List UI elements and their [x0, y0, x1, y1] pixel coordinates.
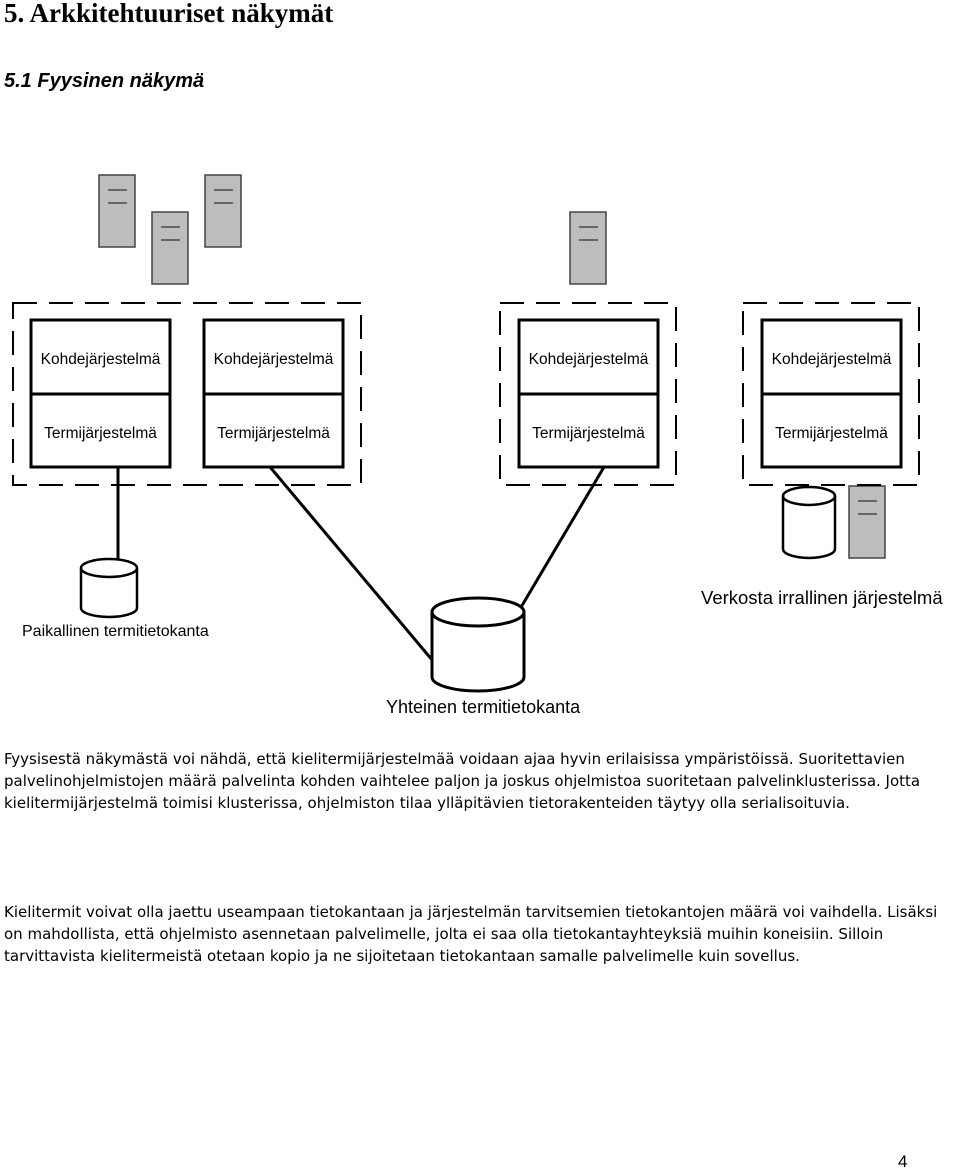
server-icon [848, 485, 886, 559]
offline-system-label: Verkosta irrallinen järjestelmä [701, 587, 943, 608]
term-system-label: Termijärjestelmä [532, 425, 645, 442]
server-icon [569, 211, 607, 285]
cluster-boundary [12, 302, 362, 486]
target-system-label: Kohdejärjestelmä [772, 351, 892, 368]
term-system-label: Termijärjestelmä [217, 425, 330, 442]
system-box: Kohdejärjestelmä Termijärjestelmä [517, 318, 660, 469]
shared-database-icon [430, 596, 526, 693]
system-box: Kohdejärjestelmä Termijärjestelmä [29, 318, 172, 469]
system-box: Kohdejärjestelmä Termijärjestelmä [760, 318, 903, 469]
term-system-label: Termijärjestelmä [775, 425, 888, 442]
server-icon [98, 174, 136, 248]
connection-line [515, 466, 606, 615]
system-box: Kohdejärjestelmä Termijärjestelmä [202, 318, 345, 469]
page-number: 4 [898, 1152, 908, 1171]
server-icon [151, 211, 189, 285]
term-system-label: Termijärjestelmä [44, 425, 157, 442]
subsection-heading: 5.1 Fyysinen näkymä [4, 70, 205, 92]
offline-database-icon [781, 485, 837, 560]
section-heading: 5. Arkkitehtuuriset näkymät [4, 0, 334, 28]
cluster-boundary [742, 302, 920, 486]
local-database-label: Paikallinen termitietokanta [22, 623, 209, 640]
body-paragraph: Kielitermit voivat olla jaettu useampaan… [4, 903, 938, 965]
target-system-label: Kohdejärjestelmä [214, 351, 334, 368]
physical-view-diagram: Kohdejärjestelmä Termijärjestelmä Kohdej… [12, 174, 943, 717]
cluster-boundary [499, 302, 677, 486]
local-database-icon [79, 557, 139, 619]
target-system-label: Kohdejärjestelmä [529, 351, 649, 368]
server-icon [204, 174, 242, 248]
connection-line [268, 466, 440, 668]
body-paragraph: Fyysisestä näkymästä voi nähdä, että kie… [4, 750, 921, 812]
shared-database-label: Yhteinen termitietokanta [386, 697, 581, 717]
target-system-label: Kohdejärjestelmä [41, 351, 161, 368]
